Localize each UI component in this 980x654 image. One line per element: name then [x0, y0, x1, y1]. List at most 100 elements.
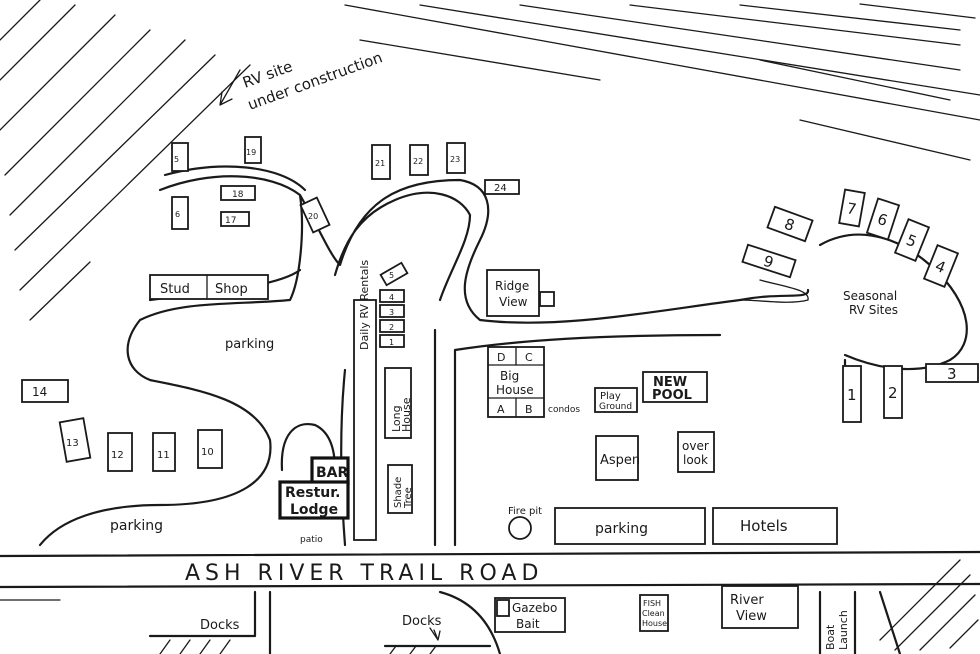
site-11: 11 [152, 432, 176, 472]
unit-d: D [497, 351, 505, 364]
svg-text:FISH: FISH [643, 599, 661, 608]
river-view-building: River View [721, 585, 799, 629]
hotels-building: Hotels [712, 507, 838, 545]
svg-text:1: 1 [847, 386, 857, 404]
svg-text:23: 23 [450, 155, 460, 164]
seasonal-site-5: 5 [893, 218, 931, 262]
seasonal-site-4: 4 [922, 244, 960, 288]
svg-text:13: 13 [66, 438, 79, 449]
site-19: 19 [244, 136, 262, 164]
site-12: 12 [107, 432, 133, 472]
svg-text:21: 21 [375, 159, 385, 168]
seasonal-site-8: 8 [766, 205, 814, 243]
daily-site-2: 2 [379, 319, 405, 333]
site-17: 17 [220, 211, 250, 227]
seasonal-line-1: Seasonal [843, 289, 897, 303]
seasonal-site-1: 1 [842, 365, 862, 423]
svg-text:20: 20 [308, 212, 318, 221]
aspen-building: Aspen [595, 435, 640, 481]
svg-text:17: 17 [225, 216, 236, 226]
svg-text:Play: Play [600, 391, 621, 402]
bar-building: BAR [310, 456, 350, 486]
svg-text:Hotels: Hotels [740, 517, 788, 535]
daily-site-3: 3 [379, 304, 405, 318]
svg-text:1: 1 [389, 338, 394, 347]
svg-text:View: View [736, 609, 767, 624]
svg-text:Ridge: Ridge [495, 279, 529, 293]
daily-small-sites: 5 4 3 2 1 [379, 261, 409, 348]
unit-c: C [525, 351, 533, 364]
svg-text:6: 6 [175, 210, 180, 219]
loop-road [38, 165, 810, 547]
big-house-building: D C Big House A B [487, 346, 545, 418]
construction-note: RV site under construction [219, 48, 385, 114]
svg-text:Aspen: Aspen [600, 453, 640, 468]
parking-south-label: parking [595, 521, 648, 537]
shop-label: Shop [215, 282, 248, 297]
seasonal-site-9: 9 [741, 243, 797, 279]
hatching-southeast [879, 559, 979, 651]
svg-text:Shade: Shade [393, 477, 404, 508]
parking-southwest-label: parking [110, 518, 163, 534]
hatching-northeast [344, 3, 980, 161]
new-pool: NEW POOL [642, 371, 708, 403]
svg-text:House: House [642, 619, 667, 628]
dock-hatch [159, 639, 437, 654]
site-18: 18 [220, 185, 256, 201]
svg-text:2: 2 [888, 384, 898, 402]
overlook-building: over look [677, 431, 715, 473]
seasonal-site-7: 7 [838, 188, 866, 228]
site-24: 24 [484, 179, 520, 195]
svg-text:House: House [400, 397, 413, 432]
site-23: 23 [446, 142, 466, 174]
playground: Play Ground [594, 387, 638, 413]
svg-text:11: 11 [157, 450, 170, 461]
svg-text:View: View [499, 295, 528, 309]
site-14: 14 [21, 379, 69, 403]
svg-text:Clean: Clean [642, 609, 665, 618]
svg-text:Lodge: Lodge [290, 502, 338, 518]
docks-arrow-icon [429, 627, 441, 641]
ridge-view-building: Ridge View [486, 269, 555, 317]
arrow-icon [219, 69, 241, 106]
svg-text:NEW: NEW [653, 375, 687, 390]
boat-launch-line-1: Boat [824, 624, 837, 650]
svg-text:7: 7 [845, 199, 858, 218]
svg-text:5: 5 [389, 271, 394, 280]
svg-text:BAR: BAR [316, 465, 349, 481]
svg-text:3: 3 [389, 308, 394, 317]
road-name: ASH RIVER TRAIL ROAD [185, 561, 543, 586]
center-lane [340, 328, 847, 547]
stud-label: Stud [160, 282, 190, 297]
seasonal-site-3: 3 [925, 363, 979, 383]
site-13: 13 [58, 417, 92, 463]
svg-text:4: 4 [389, 293, 394, 302]
svg-text:10: 10 [201, 447, 214, 458]
site-6: 6 [171, 196, 189, 230]
daily-rentals-label: Daily RV Rentals [358, 260, 371, 350]
boat-launch-line-2: Launch [837, 610, 850, 650]
stud-shop-building: Stud Shop [149, 274, 269, 300]
svg-text:18: 18 [232, 190, 244, 200]
svg-text:Big: Big [500, 369, 519, 383]
site-21: 21 [371, 144, 391, 180]
svg-text:look: look [683, 453, 708, 467]
svg-text:22: 22 [413, 157, 423, 166]
site-22: 22 [409, 144, 429, 176]
docks-west-label: Docks [200, 618, 240, 633]
svg-text:over: over [682, 439, 709, 453]
fire-pit-label: Fire pit [508, 506, 542, 517]
svg-text:House: House [496, 383, 534, 397]
unit-b: B [525, 403, 533, 416]
svg-text:Long: Long [390, 405, 403, 432]
seasonal-line-2: RV Sites [849, 303, 898, 317]
svg-text:Bait: Bait [516, 617, 540, 631]
svg-text:Gazebo: Gazebo [512, 601, 557, 615]
restaurant-lodge-building: Restur. Lodge [278, 480, 350, 520]
seasonal-site-2: 2 [883, 365, 903, 419]
seasonal-spur [739, 279, 809, 303]
parking-bay [554, 507, 706, 545]
